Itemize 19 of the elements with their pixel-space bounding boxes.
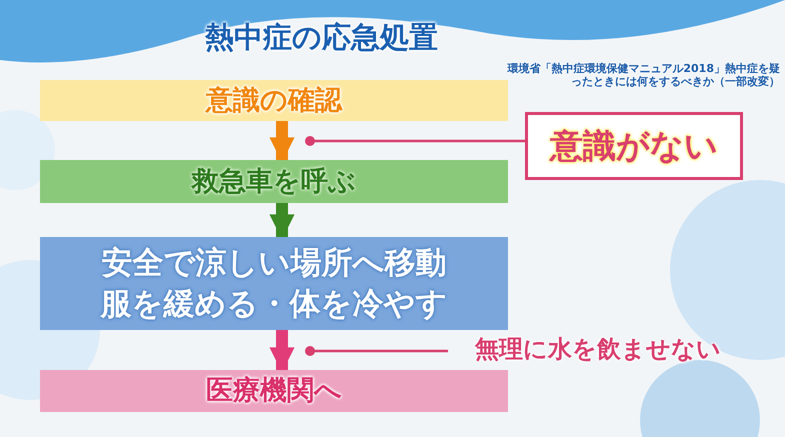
step-text: 意識がない	[550, 124, 718, 167]
step-text: 服を緩める・体を冷やす	[100, 284, 448, 324]
step-box	[40, 80, 508, 121]
step-box	[40, 370, 508, 412]
leader-line	[305, 346, 448, 356]
step-text: 医療機関へ	[206, 374, 342, 408]
arrow	[269, 121, 295, 163]
step-text: 安全で涼しい場所へ移動	[102, 244, 446, 284]
leader-line	[305, 136, 525, 146]
title: 熱中症の応急処置	[205, 19, 438, 56]
warning-text: 無理に水を飲ませない	[475, 334, 721, 366]
step-box	[40, 237, 508, 330]
source-note: 環境省「熱中症環境保健マニュアル2018」熱中症を疑ったときには何をするべきか（一部改変）	[506, 63, 780, 88]
arrow	[269, 203, 295, 240]
step-text: 救急車を呼ぶ	[192, 164, 356, 199]
arrow	[269, 330, 295, 373]
step-box	[40, 160, 508, 203]
warning-box	[525, 112, 743, 180]
step-text: 意識の確認	[206, 84, 342, 118]
